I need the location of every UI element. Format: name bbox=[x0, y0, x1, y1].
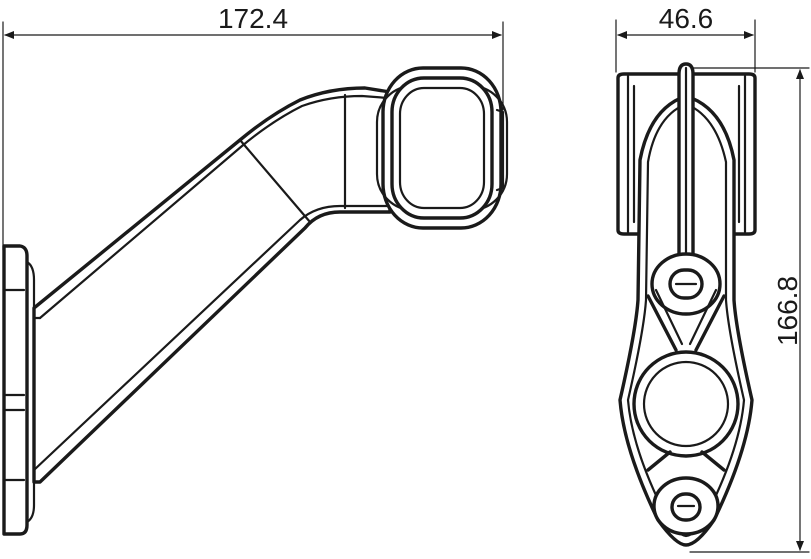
height-dimension-label: 166.8 bbox=[772, 276, 803, 346]
width-dimension-label: 172.4 bbox=[218, 3, 288, 34]
depth-dimension-label: 46.6 bbox=[659, 3, 714, 34]
side-arm bbox=[32, 86, 392, 484]
mounting-base bbox=[2, 244, 36, 536]
height-dimension: 166.8 bbox=[687, 67, 810, 553]
center-opening bbox=[632, 350, 740, 458]
front-view: 46.6 166.8 bbox=[615, 3, 810, 553]
side-view: 172.4 bbox=[2, 3, 509, 536]
lower-bolt-slot bbox=[652, 476, 720, 536]
diagonal-ribs bbox=[646, 288, 726, 472]
upper-bolt-slot bbox=[650, 252, 722, 316]
lamp-housing bbox=[375, 66, 509, 230]
width-dimension: 172.4 bbox=[2, 3, 504, 251]
depth-dimension: 46.6 bbox=[615, 3, 756, 73]
